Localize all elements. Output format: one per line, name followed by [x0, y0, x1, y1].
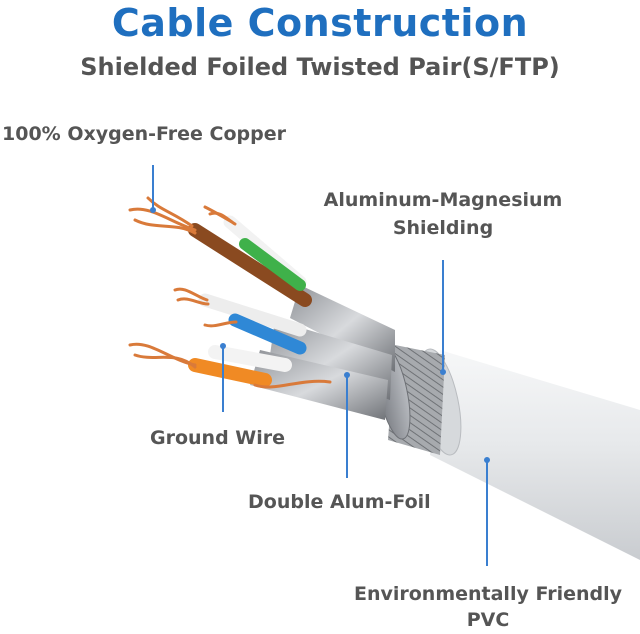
copper-label: 100% Oxygen-Free Copper: [2, 123, 286, 145]
insulated-wires: [188, 215, 312, 387]
leader-lines: [150, 165, 490, 566]
foil-pairs: [250, 285, 395, 420]
pvc-jacket: [418, 348, 640, 560]
ground-wire-label: Ground Wire: [150, 427, 286, 449]
foil-label: Double Alum-Foil: [248, 491, 431, 513]
page-subtitle: Shielded Foiled Twisted Pair(S/FTP): [80, 53, 560, 81]
shield-label-line2: Shielding: [392, 217, 494, 239]
pvc-label-line2: PVC: [466, 609, 510, 631]
page-title: Cable Construction: [111, 1, 529, 45]
pvc-label-line1: Environmentally Friendly: [353, 583, 623, 605]
copper-conductors: [128, 196, 332, 389]
shield-label-line1: Aluminum-Magnesium: [323, 189, 563, 211]
